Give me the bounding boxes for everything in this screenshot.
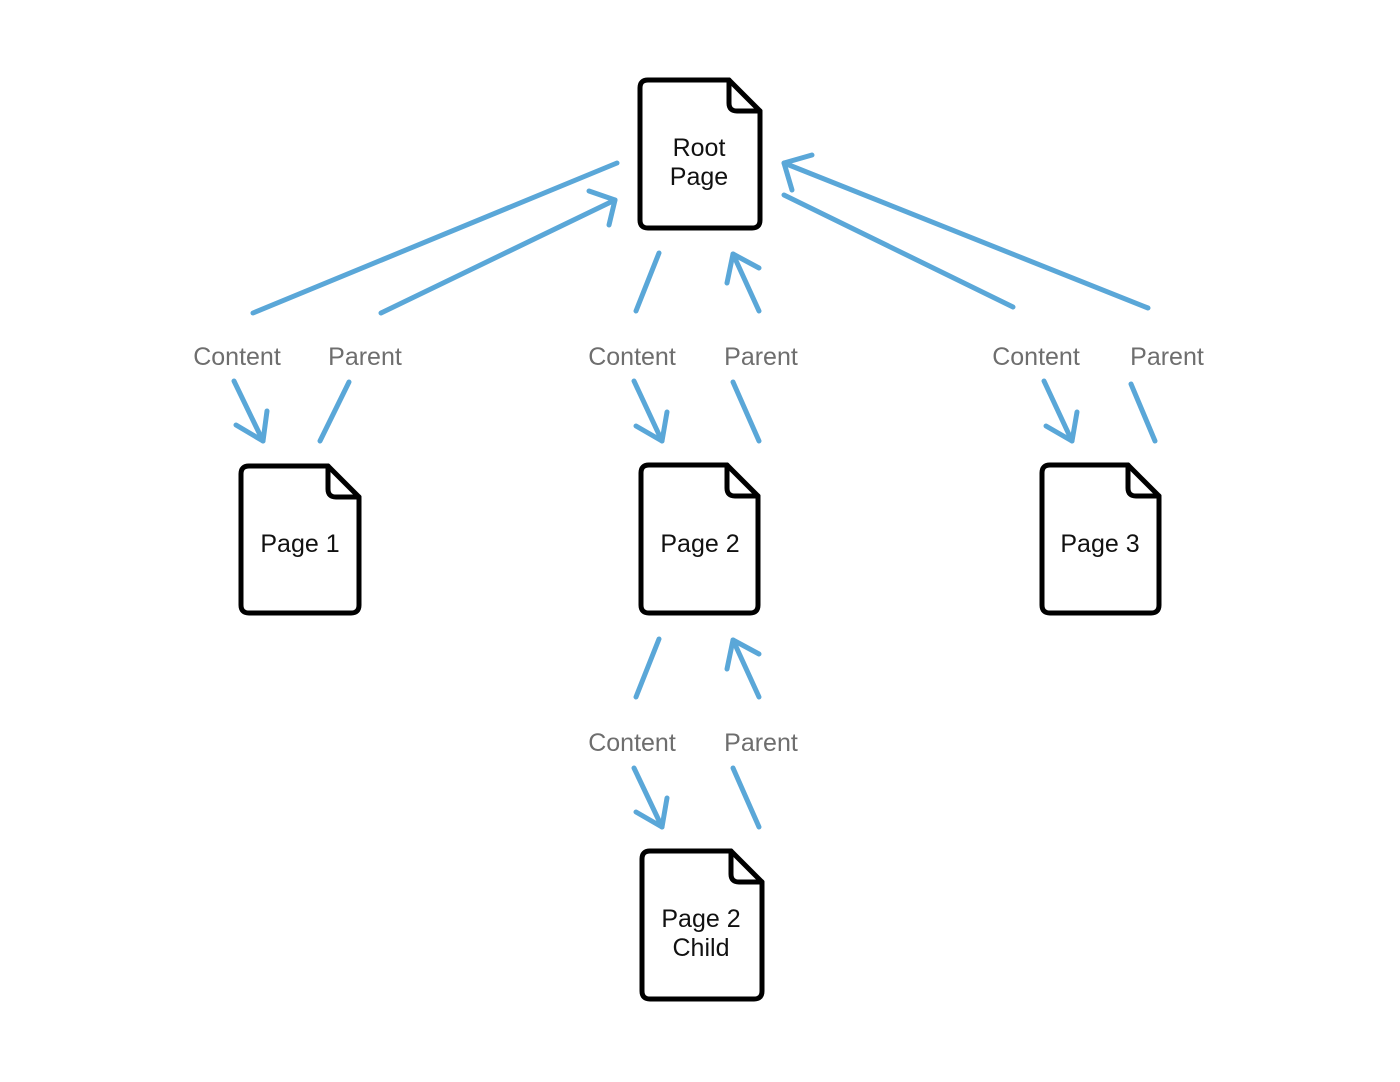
node-label-line: Page <box>670 163 728 191</box>
edge-label-root-content-page3: Content <box>992 343 1080 371</box>
document-fold-icon <box>1125 462 1162 499</box>
edge-label-page2-content-child: Content <box>588 729 676 757</box>
edge-page1-parent-root <box>317 188 618 444</box>
edge-line-segment <box>1041 378 1075 444</box>
edge-line-segment <box>633 250 662 314</box>
document-icon <box>1039 462 1162 616</box>
edge-page2-content-child <box>631 636 670 830</box>
edge-root-content-page1 <box>231 160 620 444</box>
arrowhead-icon <box>1043 409 1080 444</box>
edge-line-segment <box>730 637 762 700</box>
edge-line-segment <box>1128 381 1158 444</box>
node-label-line: Page 2 <box>661 905 740 933</box>
edge-label-child-parent-page2: Parent <box>724 729 798 757</box>
edge-label-page1-parent-root: Parent <box>328 343 402 371</box>
edge-line-segment <box>631 378 665 444</box>
arrowhead-icon <box>724 637 762 672</box>
node-root-page[interactable]: Root Page <box>637 77 763 231</box>
edge-line-segment <box>730 765 762 830</box>
edge-page3-parent-root <box>781 152 1158 444</box>
edge-line-segment <box>781 192 1016 310</box>
edge-root-content-page2 <box>631 250 670 444</box>
edge-label-root-content-page2: Content <box>588 343 676 371</box>
node-label-line: Page 1 <box>260 530 339 558</box>
edge-line-segment <box>378 197 618 316</box>
node-page-3[interactable]: Page 3 <box>1039 462 1162 616</box>
edge-line-segment <box>231 378 266 444</box>
node-page-2[interactable]: Page 2 <box>638 462 761 616</box>
arrowhead-icon <box>586 188 618 228</box>
node-label-line: Root <box>673 134 726 162</box>
node-label-line: Child <box>673 934 730 962</box>
edge-line-segment <box>730 251 762 314</box>
document-icon <box>638 462 761 616</box>
edge-line-segment <box>317 379 352 444</box>
node-page-1[interactable]: Page 1 <box>238 463 362 616</box>
document-fold-icon <box>325 463 362 500</box>
arrowhead-icon <box>633 795 670 830</box>
document-fold-icon <box>728 848 765 885</box>
arrowhead-icon <box>233 408 270 444</box>
edge-root-content-page3 <box>781 192 1080 444</box>
document-icon <box>639 848 765 1002</box>
document-icon <box>238 463 362 616</box>
edge-child-parent-page2 <box>724 637 762 830</box>
arrowhead-icon <box>781 152 815 193</box>
edge-label-page2-parent-root: Parent <box>724 343 798 371</box>
edge-line-segment <box>781 160 1151 311</box>
edge-label-page3-parent-root: Parent <box>1130 343 1204 371</box>
node-label-line: Page 3 <box>1060 530 1139 558</box>
arrowhead-icon <box>724 251 762 286</box>
edge-page2-parent-root <box>724 251 762 444</box>
edge-line-segment <box>631 765 665 830</box>
node-page-2-child[interactable]: Page 2 Child <box>639 848 765 1002</box>
edge-line-segment <box>250 160 620 316</box>
node-label-line: Page 2 <box>660 530 739 558</box>
document-fold-icon <box>726 77 763 114</box>
edge-line-segment <box>730 379 762 444</box>
edge-label-root-content-page1: Content <box>193 343 281 371</box>
document-fold-icon <box>724 462 761 499</box>
arrowhead-icon <box>633 409 670 444</box>
document-icon <box>637 77 763 231</box>
edge-line-segment <box>633 636 662 700</box>
